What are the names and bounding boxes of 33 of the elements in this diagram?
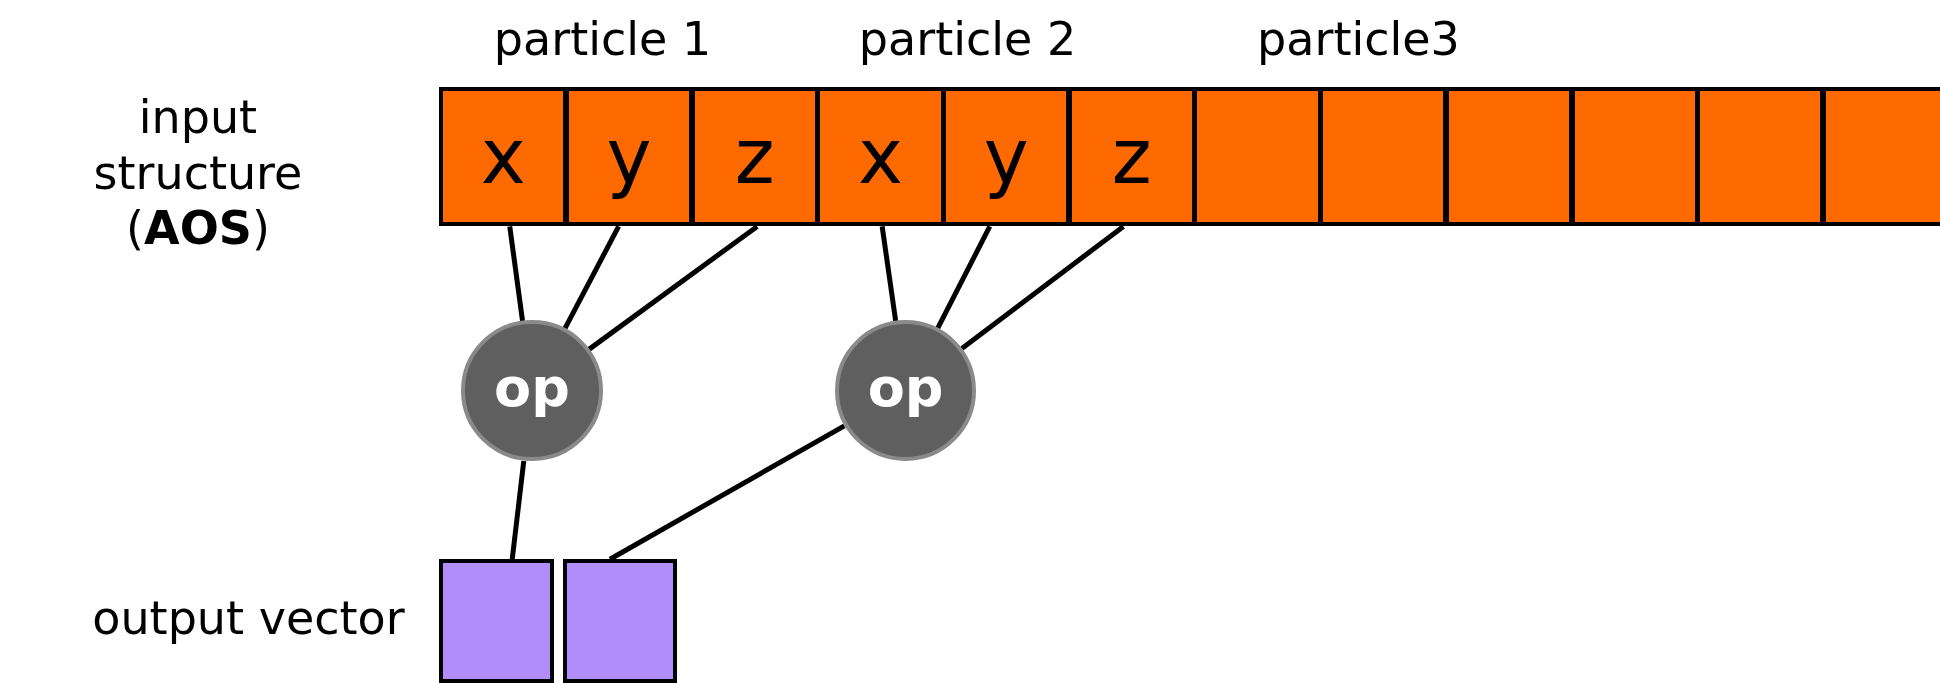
connector-line	[562, 225, 621, 330]
array-cell	[1570, 86, 1699, 227]
array-cell	[1821, 86, 1940, 227]
array-cell	[1067, 86, 1196, 227]
array-cell	[816, 86, 945, 227]
group-label: particle 2	[858, 12, 1077, 68]
connector-line	[608, 423, 846, 562]
row-label: input structure (AOS)	[92, 90, 304, 256]
connector-line	[507, 226, 526, 322]
coordinate-label: x	[479, 118, 527, 195]
connector-line	[960, 224, 1125, 351]
group-label: particle 1	[493, 12, 712, 68]
array-cell	[1444, 86, 1573, 227]
array-cell	[439, 86, 568, 227]
output-cell	[562, 559, 677, 683]
coordinate-label: z	[733, 118, 776, 195]
output-cell	[439, 559, 555, 683]
coordinate-label: x	[856, 118, 904, 195]
operation-label: op	[867, 360, 944, 415]
group-label: particle3	[1257, 12, 1460, 68]
connector-line	[935, 225, 993, 330]
row-label: output vector	[92, 591, 405, 647]
coordinate-label: z	[1110, 118, 1153, 195]
array-cell	[564, 86, 694, 227]
array-cell	[1319, 86, 1448, 227]
operation-label: op	[494, 360, 570, 415]
connector-line	[879, 226, 899, 322]
array-cell	[1193, 86, 1322, 227]
connector-line	[509, 460, 527, 560]
array-cell	[690, 86, 819, 227]
array-cell	[1696, 86, 1825, 227]
connector-line	[587, 224, 759, 352]
array-cell	[942, 86, 1071, 227]
